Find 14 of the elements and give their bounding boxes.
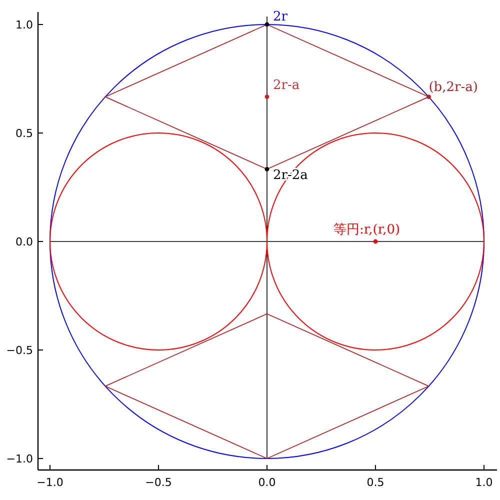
tick-label: −1.0: [36, 476, 64, 489]
tick-label: 0.5: [16, 127, 33, 140]
tick-label: 0.0: [258, 476, 276, 489]
point-label: 等円:r,(r,0): [334, 222, 400, 238]
point-label: (b,2r-a): [428, 80, 478, 95]
point-label: 2r: [273, 10, 288, 24]
tick-label: 0.5: [366, 476, 384, 489]
point-label: 2r-a: [273, 78, 300, 93]
tick-label: −0.5: [6, 344, 33, 357]
tick-label: −0.5: [145, 476, 172, 489]
tick-label: 0.0: [16, 236, 33, 248]
tick-label: 1.0: [16, 18, 33, 32]
tick-label: 1.0: [475, 476, 493, 489]
tick-label: −1.0: [6, 452, 33, 466]
